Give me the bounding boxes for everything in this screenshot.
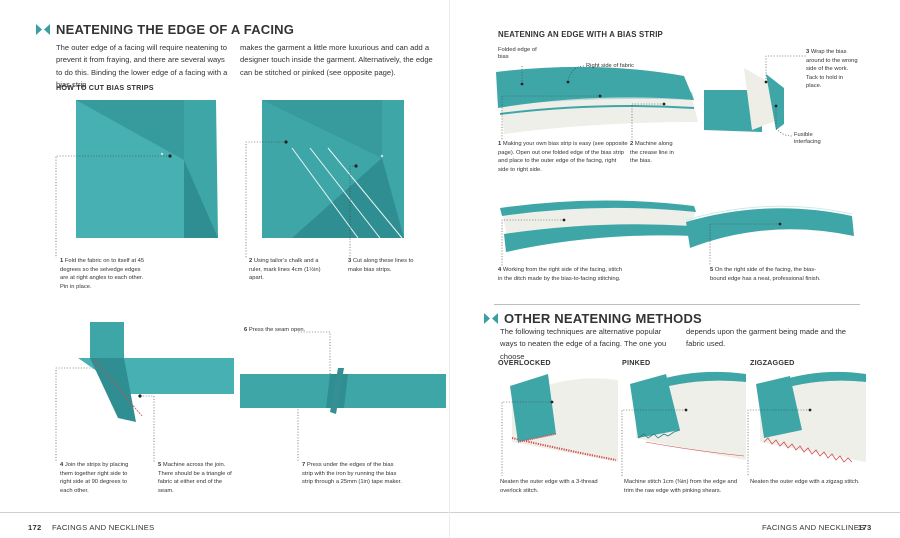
caption-step-6: 6 Press the seam open. xyxy=(244,327,306,333)
page-number: 172 xyxy=(28,523,42,532)
bias-mark-lines-illustration xyxy=(262,100,404,239)
subheading-bias-strips: HOW TO CUT BIAS STRIPS xyxy=(56,83,154,92)
bow-tie-icon xyxy=(484,313,498,324)
right-page: NEATENING AN EDGE WITH A BIAS STRIP Fold… xyxy=(450,0,900,538)
intro-col-1: The outer edge of a facing will require … xyxy=(56,43,228,90)
caption-step-4-right: 4 Working from the right side of the fac… xyxy=(498,267,622,282)
overlocked-illustration xyxy=(510,374,618,462)
other-intro-col-2: depends upon the garment being made and … xyxy=(686,327,847,349)
bias-facing-illustration-1 xyxy=(496,66,698,134)
footer-section: FACINGS AND NECKLINES xyxy=(762,523,865,532)
other-intro-col-1: The following techniques are alternative… xyxy=(500,327,667,361)
caption-step-2: 2 Using tailor’s chalk and a ruler, mark… xyxy=(249,258,321,282)
footer-right: FACINGS AND NECKLINES 173 xyxy=(450,512,900,538)
bias-strip-section-title: NEATENING AN EDGE WITH A BIAS STRIP xyxy=(498,30,663,39)
zigzagged-illustration xyxy=(756,371,866,463)
caption-step-7: 7 Press under the edges of the bias stri… xyxy=(302,462,402,486)
caption-step-3: 3 Cut along these lines to make bias str… xyxy=(348,258,414,273)
label-folded-edge: Folded edge of bias xyxy=(498,47,537,61)
other-methods-title: OTHER NEATENING METHODS xyxy=(484,311,702,326)
section-title: NEATENING THE EDGE OF A FACING xyxy=(36,22,294,37)
page-number: 173 xyxy=(858,523,872,532)
footer-left: 172 FACINGS AND NECKLINES xyxy=(0,512,450,538)
left-page: NEATENING THE EDGE OF A FACING The outer… xyxy=(0,22,450,538)
bias-finished-illustration xyxy=(685,205,854,248)
method-pinked: PINKED xyxy=(622,358,651,367)
caption-zigzagged: Neaten the outer edge with a zigzag stit… xyxy=(750,479,860,485)
footer-section: FACINGS AND NECKLINES xyxy=(52,523,155,532)
leader-lines-methods xyxy=(501,400,812,476)
intro-col-2: makes the garment a little more luxuriou… xyxy=(240,43,433,77)
pinked-illustration xyxy=(630,371,746,460)
caption-step-1: 1 Fold the fabric on to itself at 45 deg… xyxy=(60,258,145,290)
label-right-side: Right side of fabric xyxy=(586,63,635,69)
bow-tie-icon xyxy=(36,24,50,35)
section-divider xyxy=(494,304,860,305)
bias-wrap-illustration xyxy=(704,68,784,132)
caption-step-5: 5 Machine across the join. There should … xyxy=(158,462,232,494)
caption-step-2-right: 2 Machine along the crease line in the b… xyxy=(630,141,674,165)
method-zigzagged: ZIGZAGGED xyxy=(750,358,795,367)
bias-fold-illustration-1 xyxy=(76,100,218,238)
join-strips-illustration xyxy=(78,322,234,422)
caption-overlocked: Neaten the outer edge with a 3-thread ov… xyxy=(500,479,598,494)
caption-step-1-right: 1 Making your own bias strip is easy (se… xyxy=(498,141,628,173)
caption-step-4: 4 Join the strips by placing them togeth… xyxy=(60,462,129,494)
caption-step-3-right: 3 Wrap the bias around to the wrong side… xyxy=(806,49,858,90)
caption-pinked: Machine stitch 1cm (⅜in) from the edge a… xyxy=(624,479,738,494)
label-fusible: Fusible interfacing xyxy=(794,132,821,146)
leader-lines-right xyxy=(501,55,806,266)
caption-step-5-right: 5 On the right side of the facing, the b… xyxy=(710,267,821,282)
stitch-ditch-illustration xyxy=(500,200,696,252)
press-seam-illustration xyxy=(240,368,446,414)
method-overlocked: OVERLOCKED xyxy=(498,358,551,367)
